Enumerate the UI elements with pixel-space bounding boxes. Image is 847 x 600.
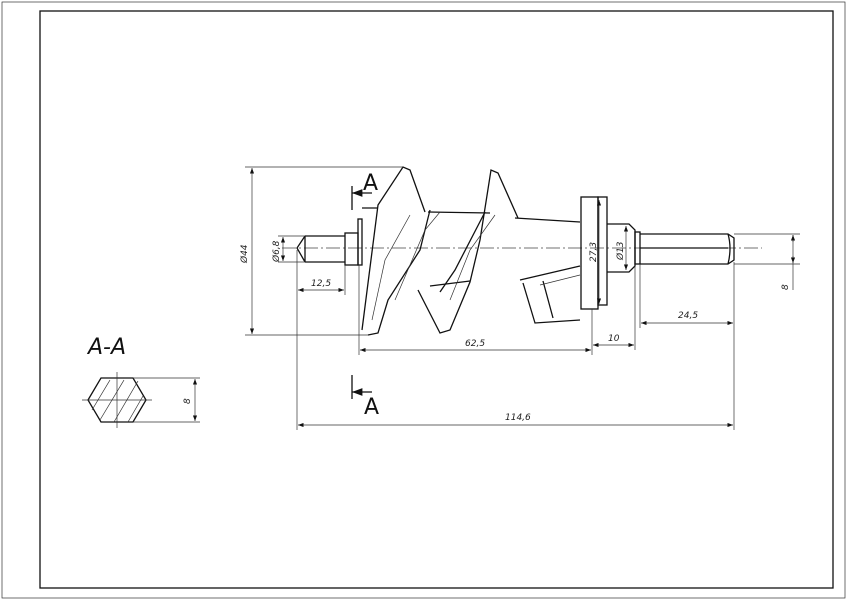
section-mark-top: A <box>351 171 378 210</box>
dim-flange-length: 10 <box>593 266 636 350</box>
svg-text:Ø6,8: Ø6,8 <box>271 240 282 263</box>
svg-text:Ø13: Ø13 <box>615 241 626 261</box>
svg-text:A: A <box>364 395 379 420</box>
svg-text:12,5: 12,5 <box>311 279 331 289</box>
dim-shaft-length: 24,5 <box>639 262 735 430</box>
auger-part <box>296 166 735 336</box>
svg-text:62,5: 62,5 <box>465 339 485 349</box>
dim-hub-diameter: Ø13 <box>615 226 629 270</box>
svg-text:A: A <box>363 171 378 196</box>
svg-text:A-A: A-A <box>86 335 126 360</box>
dim-screw-length: 62,5 <box>358 265 593 355</box>
section-view: A-A 8 <box>82 335 200 428</box>
dim-total-length: 114,6 <box>298 413 733 428</box>
dim-tip-diameter: Ø6,8 <box>271 235 305 263</box>
section-mark-bottom: A <box>351 375 379 420</box>
dim-hex-size: 8 <box>734 233 800 290</box>
svg-text:10: 10 <box>608 334 620 344</box>
dim-flange-diameter: 27,3 <box>589 200 602 304</box>
dim-outer-diameter: Ø44 <box>239 166 403 336</box>
svg-text:Ø44: Ø44 <box>239 244 250 264</box>
svg-text:114,6: 114,6 <box>505 413 531 423</box>
svg-text:8: 8 <box>781 284 791 290</box>
svg-text:24,5: 24,5 <box>678 311 698 321</box>
drawing-frame <box>39 10 834 589</box>
svg-text:27,3: 27,3 <box>589 242 599 262</box>
svg-text:8: 8 <box>183 398 193 404</box>
dim-tip-length: 12,5 <box>296 250 346 430</box>
